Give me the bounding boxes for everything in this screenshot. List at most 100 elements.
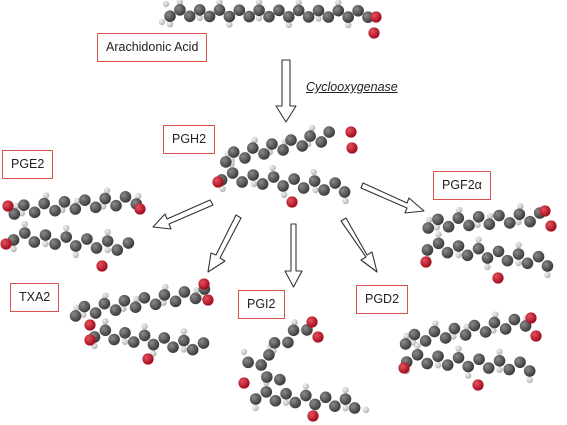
carbon-atom bbox=[280, 387, 292, 400]
hydrogen-atom bbox=[219, 185, 226, 193]
carbon-atom bbox=[308, 175, 321, 187]
carbon-atom bbox=[69, 203, 82, 215]
oxygen-atom bbox=[530, 330, 542, 342]
carbon-atom bbox=[101, 235, 114, 247]
hydrogen-atom bbox=[133, 295, 140, 303]
hydrogen-atom bbox=[434, 362, 442, 369]
carbon-atom bbox=[482, 362, 495, 374]
hydrogen-atom bbox=[269, 164, 276, 172]
carbon-atom bbox=[169, 295, 182, 308]
hydrogen-atom bbox=[141, 323, 148, 330]
carbon-atom bbox=[479, 326, 492, 338]
carbon-atom bbox=[122, 237, 135, 249]
carbon-atom bbox=[289, 396, 302, 409]
oxygen-atom bbox=[307, 410, 319, 422]
carbon-atom bbox=[99, 192, 111, 205]
carbon-atom bbox=[483, 218, 496, 230]
carbon-atom bbox=[79, 194, 91, 206]
oxygen-atom bbox=[134, 203, 146, 215]
oxygen-atom bbox=[84, 334, 96, 346]
carbon-atom bbox=[18, 227, 31, 239]
carbon-atom bbox=[472, 211, 485, 223]
carbon-atom bbox=[282, 10, 295, 23]
carbon-atom bbox=[362, 11, 374, 23]
oxygen-atom bbox=[198, 278, 210, 290]
carbon-atom bbox=[233, 4, 246, 16]
hydrogen-atom bbox=[158, 18, 166, 26]
hydrogen-atom bbox=[291, 319, 298, 326]
hydrogen-atom bbox=[255, 0, 263, 6]
hydrogen-atom bbox=[196, 14, 203, 22]
hydrogen-atom bbox=[315, 15, 322, 22]
hydrogen-atom bbox=[162, 283, 169, 291]
oxygen-atom bbox=[398, 362, 410, 374]
hydrogen-atom bbox=[193, 287, 200, 294]
hydrogen-atom bbox=[240, 348, 248, 356]
carbon-atom bbox=[532, 250, 545, 263]
carbon-atom bbox=[541, 260, 554, 272]
carbon-atom bbox=[492, 245, 505, 258]
hydrogen-atom bbox=[515, 219, 522, 226]
carbon-atom bbox=[119, 327, 131, 339]
carbon-atom bbox=[28, 236, 41, 248]
hydrogen-atom bbox=[475, 236, 482, 243]
hydrogen-atom bbox=[302, 383, 310, 390]
carbon-atom bbox=[178, 286, 191, 298]
hydrogen-atom bbox=[226, 21, 233, 28]
hydrogen-atom bbox=[426, 216, 433, 224]
hydrogen-atom bbox=[335, 0, 342, 6]
carbon-atom bbox=[296, 140, 308, 152]
carbon-atom bbox=[309, 398, 321, 411]
carbon-atom bbox=[255, 359, 267, 371]
carbon-atom bbox=[461, 249, 474, 262]
carbon-atom bbox=[421, 244, 434, 256]
oxygen-atom bbox=[492, 272, 504, 284]
hydrogen-atom bbox=[285, 21, 292, 28]
carbon-atom bbox=[441, 246, 454, 259]
carbon-atom bbox=[521, 257, 534, 270]
carbon-atom bbox=[49, 204, 61, 217]
carbon-atom bbox=[338, 186, 351, 198]
carbon-atom bbox=[501, 254, 514, 267]
carbon-atom bbox=[203, 10, 216, 23]
hydrogen-atom bbox=[496, 348, 503, 355]
hydrogen-atom bbox=[282, 399, 290, 406]
carbon-atom bbox=[138, 292, 151, 304]
carbon-atom bbox=[352, 4, 364, 17]
carbon-atom bbox=[468, 319, 481, 332]
carbon-atom bbox=[512, 248, 525, 260]
carbon-atom bbox=[493, 209, 505, 222]
hydrogen-atom bbox=[10, 245, 17, 253]
oxygen-atom bbox=[368, 27, 380, 39]
arrow-to-pge2 bbox=[152, 199, 214, 230]
carbon-atom bbox=[277, 180, 289, 192]
carbon-atom bbox=[89, 307, 102, 319]
hydrogen-atom bbox=[474, 221, 481, 229]
carbon-atom bbox=[158, 332, 171, 344]
molecule-arachidonic-acid bbox=[158, 0, 382, 39]
carbon-atom bbox=[260, 386, 273, 398]
carbon-atom bbox=[189, 292, 202, 305]
carbon-atom bbox=[249, 393, 262, 405]
oxygen-atom bbox=[472, 379, 484, 391]
carbon-atom bbox=[513, 208, 526, 221]
label-pgf2a: PGF2α bbox=[433, 171, 491, 200]
carbon-atom bbox=[459, 329, 472, 341]
carbon-atom bbox=[227, 146, 240, 158]
carbon-atom bbox=[452, 240, 465, 252]
arrow-to-txa2 bbox=[207, 214, 242, 273]
carbon-atom bbox=[462, 360, 475, 373]
carbon-atom bbox=[242, 356, 254, 369]
carbon-atom bbox=[288, 173, 300, 185]
carbon-atom bbox=[508, 313, 521, 326]
carbon-atom bbox=[292, 4, 305, 17]
carbon-atom bbox=[149, 298, 162, 311]
carbon-atom bbox=[253, 4, 265, 17]
hydrogen-atom bbox=[176, 0, 184, 6]
hydrogen-atom bbox=[21, 220, 28, 228]
oxygen-atom bbox=[142, 353, 154, 365]
label-txa2: TXA2 bbox=[10, 283, 60, 312]
oxygen-atom bbox=[0, 238, 12, 250]
carbon-atom bbox=[78, 300, 91, 313]
